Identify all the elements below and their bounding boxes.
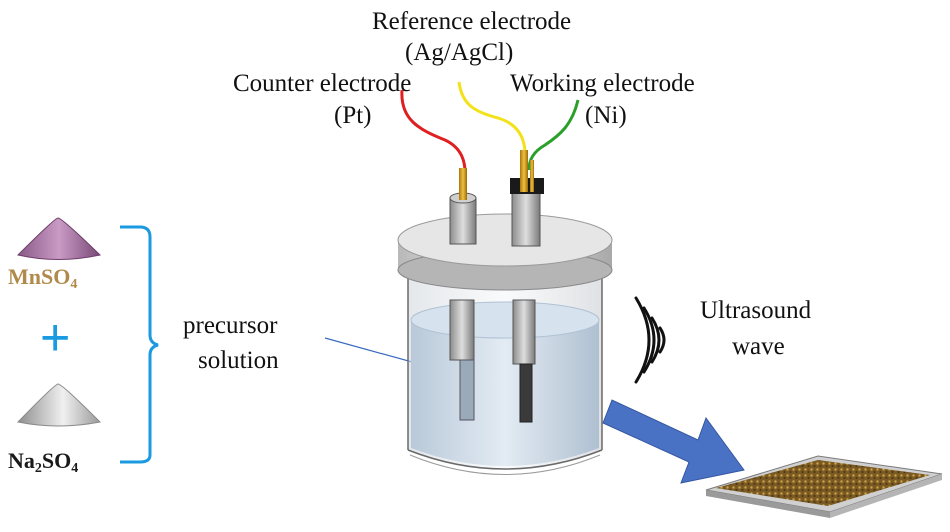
na2so4-formula-subscript-1: 2: [34, 461, 42, 476]
electrolytic-cell: [407, 262, 603, 475]
reference-electrode-label: Reference electrode: [372, 8, 572, 35]
cell-lid: [397, 213, 613, 291]
counter-electrode-body: [449, 299, 475, 421]
working-electrode-material: (Ni): [585, 102, 627, 129]
reference-electrode-material: (Ag/AgCl): [405, 39, 514, 66]
counter-wire: [400, 89, 467, 179]
deposited-film-substrate: [705, 455, 943, 518]
counter-electrode-material: (Pt): [334, 102, 372, 129]
na2so4-formula: Na2SO4: [8, 450, 78, 476]
na2so4-formula-subscript-2: 4: [71, 461, 79, 476]
mnso4-formula: MnSO4: [8, 266, 77, 292]
counter-electrode-label: Counter electrode: [233, 70, 412, 97]
mnso4-powder-pile: [17, 217, 102, 260]
mnso4-formula-subscript: 4: [70, 277, 78, 292]
counter-electrode-tube: [449, 168, 477, 245]
working-electrode-label: Working electrode: [510, 70, 695, 97]
na2so4-formula-so: SO: [41, 448, 72, 473]
na2so4-powder-pile: [17, 383, 102, 427]
product-arrow: [602, 399, 745, 484]
ultrasound-wave-icon: [634, 296, 666, 384]
working-electrode-body: [512, 299, 536, 423]
precursor-label-line2: solution: [198, 347, 279, 374]
working-wire: [527, 99, 580, 171]
plus-sign: +: [40, 309, 70, 367]
precursor-label-line1: precursor: [183, 312, 278, 339]
reagent-bracket: [120, 225, 159, 464]
working-electrode-tube: [510, 150, 544, 247]
na2so4-formula-na: Na: [8, 448, 35, 473]
mnso4-formula-main: MnSO: [8, 264, 71, 289]
ultrasound-label-line1: Ultrasound: [700, 297, 812, 324]
reference-wire: [457, 81, 527, 159]
ultrasound-label-line2: wave: [732, 333, 785, 360]
